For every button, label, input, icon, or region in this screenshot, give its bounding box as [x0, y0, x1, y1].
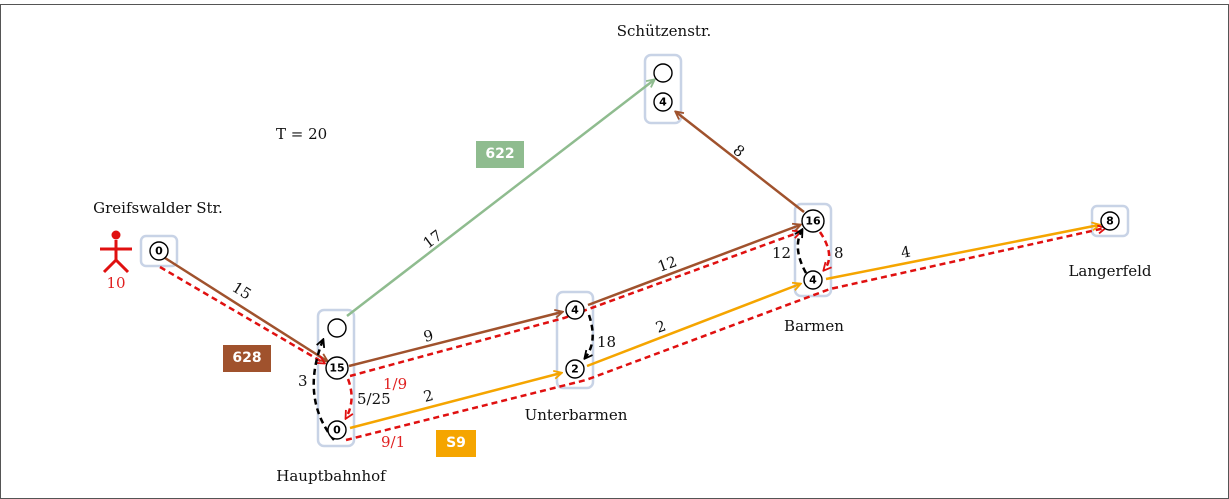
edge-label-unter-barmen-bot: 2 [653, 317, 668, 337]
node-hbf-bot-label: 0 [333, 424, 341, 437]
edge-label-hbf-transfer-right: 5/25 [357, 390, 391, 408]
transfer-unter [585, 314, 594, 358]
node-hbf-top [327, 318, 347, 338]
station-name-schuetzenstr: Schützenstr. [617, 22, 711, 40]
station-name-hauptbahnhof: Hauptbahnhof [276, 467, 387, 485]
edge-label-unter-barmen-top: 12 [655, 252, 679, 275]
node-greifswalder: 0 [149, 241, 169, 261]
node-hbf-mid-label: 15 [329, 362, 344, 375]
node-schuetz-bot-label: 4 [659, 96, 667, 109]
node-unter-bot: 2 [565, 359, 585, 379]
line-badge-628-text: 628 [232, 350, 261, 366]
edge-s9-hbf-unter [349, 373, 561, 430]
node-barmen-top-label: 16 [805, 215, 821, 228]
node-schuetz-bot: 4 [653, 92, 673, 112]
station-name-unterbarmen: Unterbarmen [525, 406, 628, 424]
person-value: 10 [106, 274, 125, 292]
line-badge-s9-text: S9 [446, 435, 466, 451]
edge-628-greif-hbf [164, 256, 327, 361]
edge-628-hbf-unter [348, 312, 562, 368]
edge-label-barmen-transfer-left: 12 [772, 244, 791, 262]
station-name-barmen: Barmen [784, 317, 844, 335]
red-path-hbf-unter [349, 232, 800, 378]
edge-label-barmen-schuetz: 8 [730, 141, 749, 161]
edge-s9-unter-barmen [586, 284, 800, 368]
time-label: T = 20 [276, 125, 327, 143]
station-box-schuetzenstr [643, 53, 683, 125]
edge-label-hbf-schuetz: 17 [420, 226, 446, 252]
line-badge-622: 622 [476, 141, 524, 168]
node-hbf-mid: 15 [325, 356, 349, 380]
node-langerfeld: 8 [1100, 211, 1120, 231]
node-hbf-bot: 0 [327, 420, 347, 440]
node-barmen-bot: 4 [803, 270, 823, 290]
edge-label-hbf-transfer-left: 3 [298, 372, 308, 390]
edge-628-barmen-schuetz [676, 112, 805, 213]
node-barmen-bot-label: 4 [809, 274, 817, 287]
edge-s9-barmen-langer [825, 225, 1099, 281]
red-path-hbf-transfer [346, 378, 352, 418]
edge-label-hbf-unter-top: 9 [422, 326, 436, 346]
diagram-frame [0, 4, 1229, 499]
person-icon [100, 230, 132, 274]
edge-label-hbf-red-top: 1/9 [383, 375, 407, 393]
edge-label-hbf-red-bot: 9/1 [381, 433, 405, 451]
node-langer-label: 8 [1106, 215, 1114, 228]
station-box-langerfeld [1090, 204, 1130, 238]
node-unter-bot-label: 2 [571, 363, 579, 376]
edge-628-unter-barmen [587, 225, 800, 307]
edge-label-barmen-transfer-right: 8 [834, 244, 844, 262]
edge-label-barmen-langer: 4 [899, 242, 912, 261]
line-badge-628: 628 [223, 345, 271, 372]
station-box-hauptbahnhof [316, 308, 356, 448]
node-unter-top: 4 [565, 300, 585, 320]
station-box-barmen [793, 202, 833, 298]
transfer-barmen [798, 230, 808, 274]
station-name-langerfeld: Langerfeld [1068, 262, 1151, 280]
red-path-barmen-transfer [818, 231, 829, 270]
station-box-greifswalder [139, 234, 179, 268]
edge-622-hbf-schuetz [346, 80, 654, 317]
red-path-greif-hbf [159, 265, 324, 363]
node-greif-label: 0 [155, 245, 163, 258]
station-name-greifswalder: Greifswalder Str. [93, 199, 223, 217]
node-barmen-top: 16 [801, 209, 825, 233]
line-badge-622-text: 622 [485, 146, 514, 162]
edge-label-unter-transfer: 18 [597, 333, 616, 351]
edge-label-hbf-unter-bot: 2 [422, 386, 436, 406]
node-schuetz-top [653, 63, 673, 83]
node-unter-top-label: 4 [571, 304, 579, 317]
red-path-hbf-bottom [345, 228, 1105, 442]
line-badge-s9: S9 [436, 430, 476, 457]
